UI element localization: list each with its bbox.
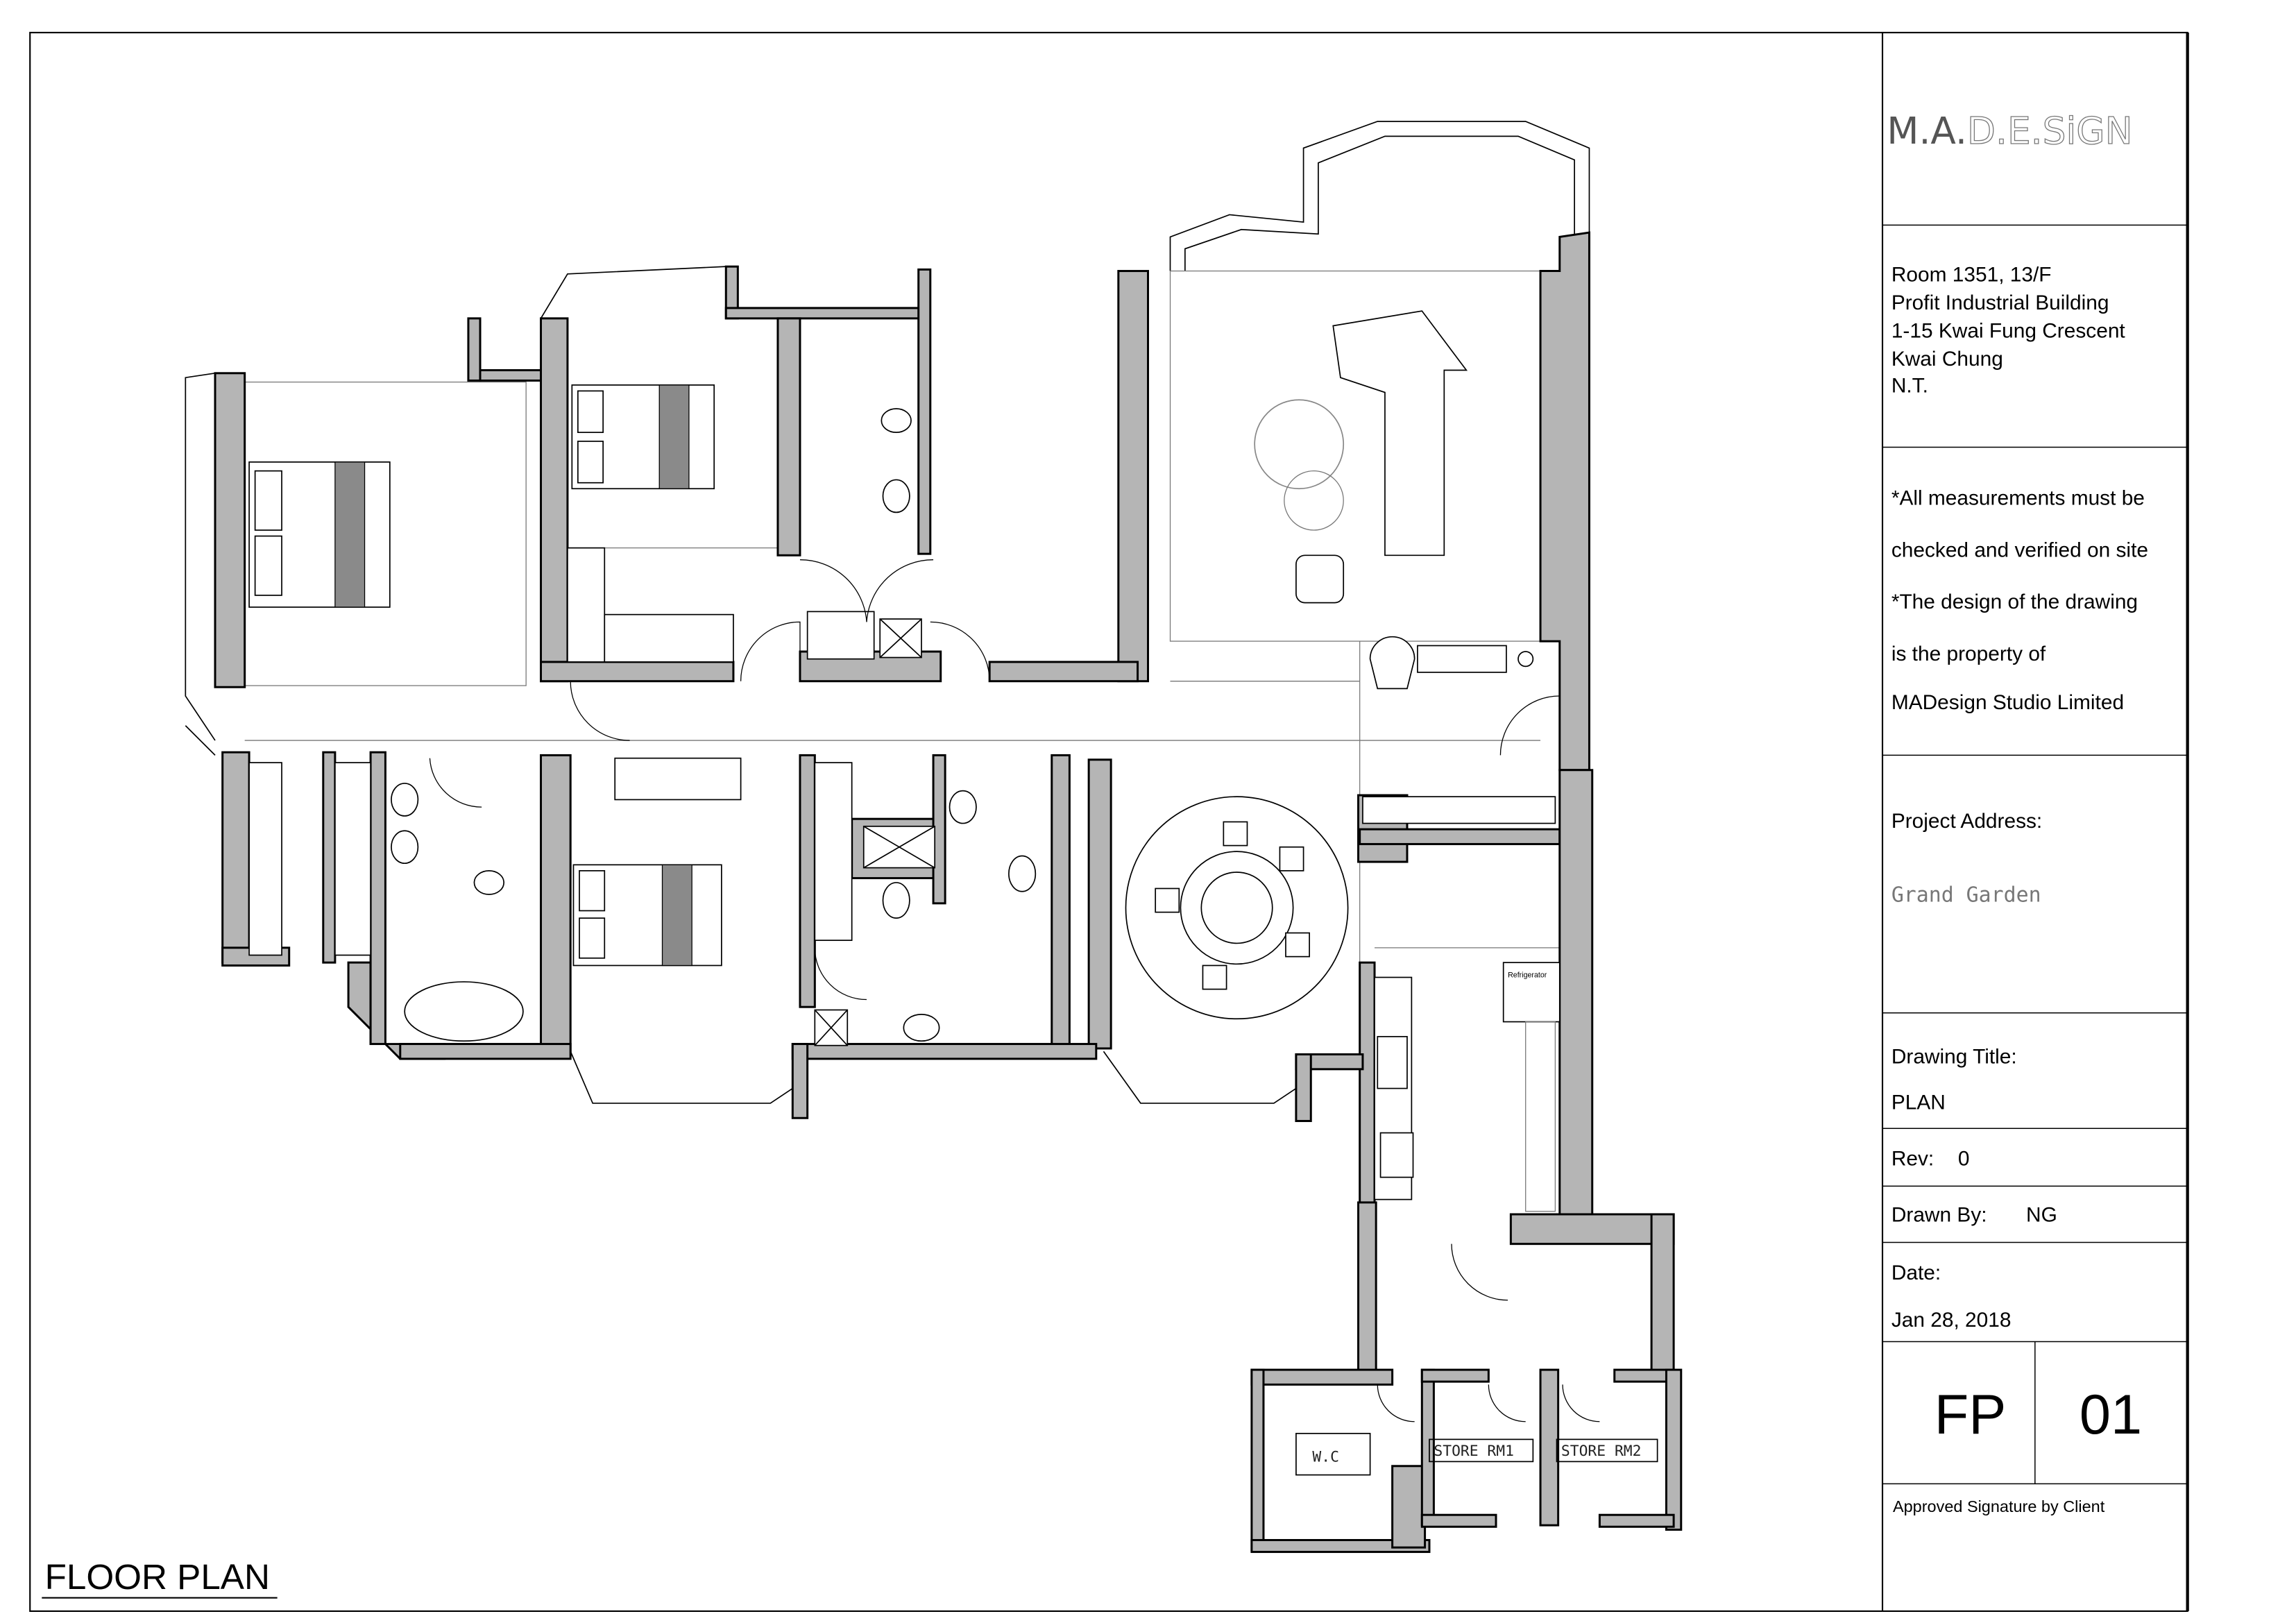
kitchen: Refrigerator [1374,962,1561,1212]
bathtub [404,981,524,1042]
date-label: Date: [1891,1261,1941,1284]
note-line: MADesign Studio Limited [1891,691,2124,714]
note-line: *The design of the drawing [1891,590,2138,613]
notes: *All measurements must be checked and ve… [1891,487,2148,715]
sheet-number: 01 [2080,1384,2142,1446]
room-label-store2: STORE RM2 [1561,1443,1642,1460]
bathroom-fixtures [391,408,1037,1046]
shoe-cabinet [1362,796,1556,824]
beds [248,384,722,967]
date-value: Jan 28, 2018 [1891,1309,2012,1332]
rev-label: Rev: [1891,1148,1934,1171]
project-address-value: Grand Garden [1891,883,2041,908]
bedroom2-bed [571,384,715,490]
room-labels: W.C STORE RM1 STORE RM2 [1295,1432,1658,1476]
drawn-by-label: Drawn By: [1891,1204,1987,1227]
master-bed [248,461,391,608]
drawing-title-value: PLAN [1891,1091,1946,1114]
floor-plan: Refrigerator W.C STORE RM1 STORE RM2 [185,121,1683,1554]
living-furniture [1254,310,1534,690]
walls [214,231,1683,1554]
title-block: M.A.D.E.SiGN Room 1351, 13/F Profit Indu… [1881,32,2189,1611]
signature-label: Approved Signature by Client [1893,1497,2105,1515]
note-line: is the property of [1891,643,2046,665]
refrigerator [1502,962,1561,1023]
project-address-label: Project Address: [1891,810,2042,833]
coffee-table [1254,399,1345,490]
address-line: 1-15 Kwai Fung Crescent [1891,320,2126,343]
company-logo: M.A.D.E.SiGN [1887,109,2132,153]
office-address: Room 1351, 13/F Profit Industrial Buildi… [1891,263,2126,397]
address-line: Kwai Chung [1891,348,2003,371]
address-line: Room 1351, 13/F [1891,263,2052,286]
address-line: Profit Industrial Building [1891,291,2109,314]
dining-table [1125,796,1349,1020]
rev-value: 0 [1958,1148,1970,1171]
room-label-store1: STORE RM1 [1434,1443,1514,1460]
sheet-code: FP [1934,1384,2007,1446]
wardrobes [248,547,853,956]
sofa [1332,310,1468,556]
bay-windows [185,121,1590,1104]
drawing-title-label: Drawing Title: [1891,1045,2017,1068]
refrigerator-label: Refrigerator [1508,971,1547,980]
plan-title: FLOOR PLAN [45,1557,270,1597]
room-label-wc: W.C [1312,1448,1339,1465]
note-line: *All measurements must be [1891,487,2145,510]
note-line: checked and verified on site [1891,538,2148,561]
drawn-by-value: NG [2026,1204,2057,1227]
door-swings [429,559,1600,1422]
bedroom3-bed [572,864,722,967]
address-line: N.T. [1891,375,1928,398]
